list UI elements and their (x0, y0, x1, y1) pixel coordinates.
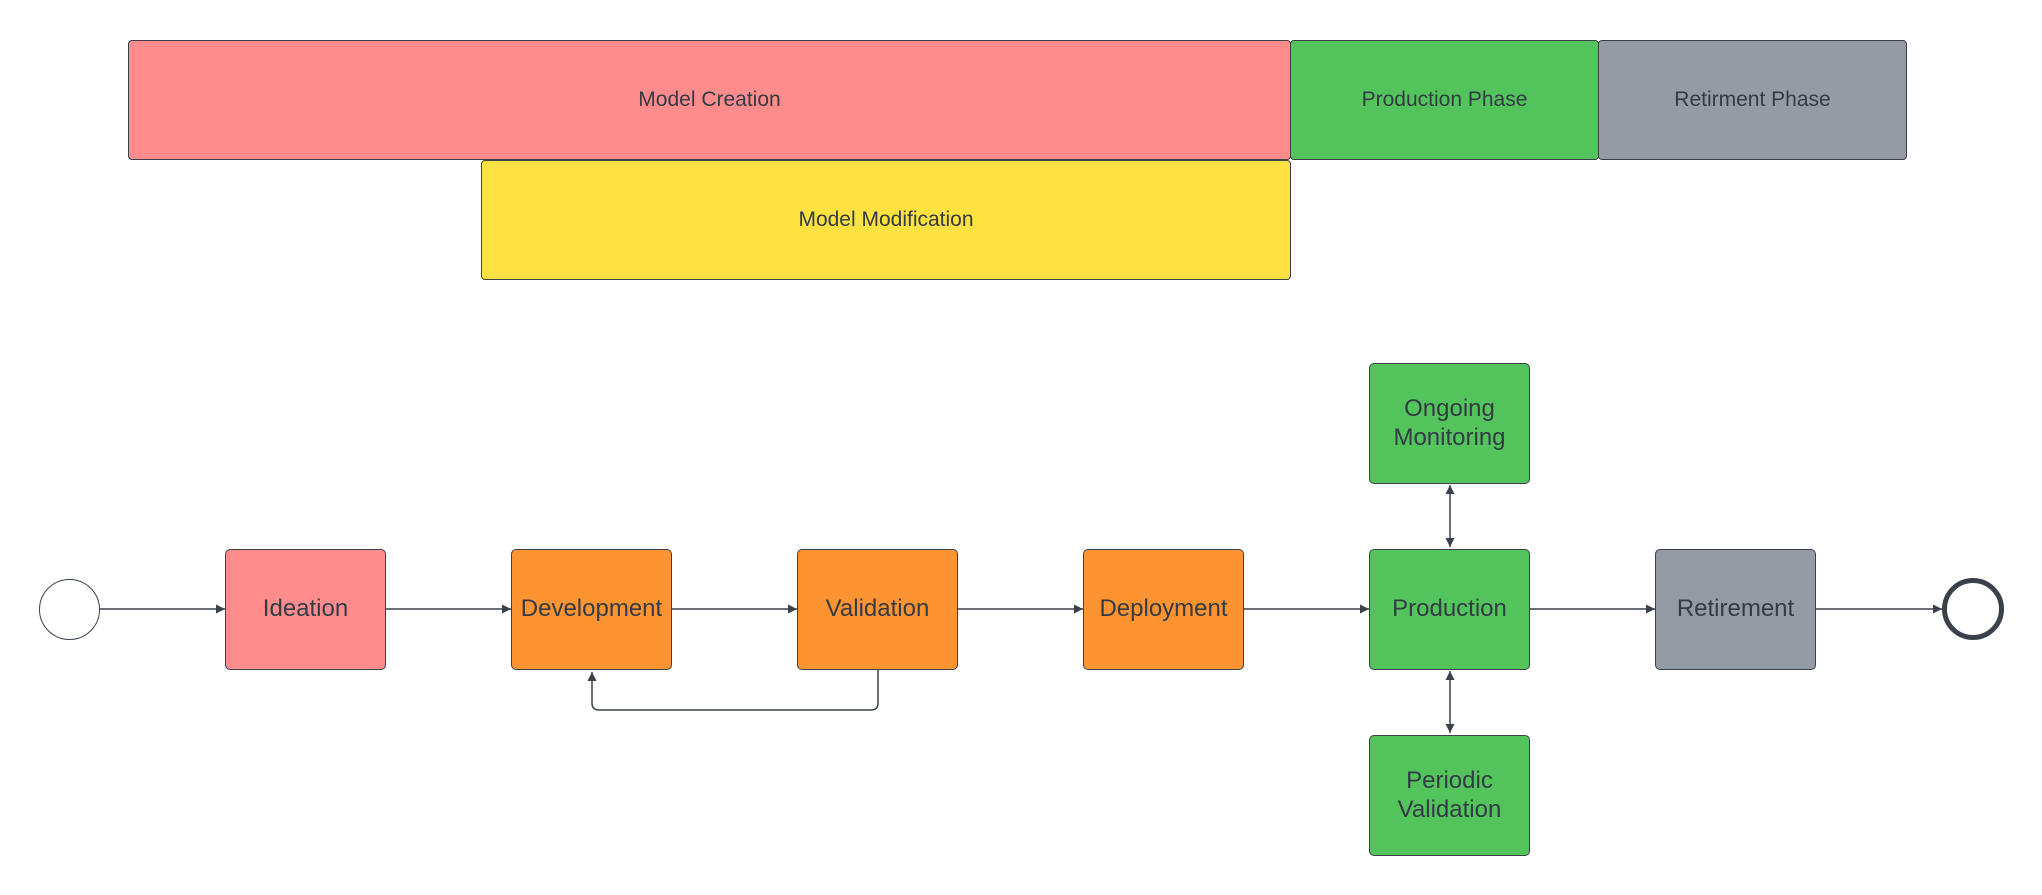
phase-retirement: Retirment Phase (1598, 40, 1907, 160)
phase-model-modification-label: Model Modification (798, 208, 974, 231)
edge-validation-development-loop (587, 670, 879, 711)
node-deployment-label: Deployment (1099, 595, 1228, 623)
phase-retirement-label: Retirment Phase (1674, 88, 1831, 111)
node-validation: Validation (797, 549, 958, 670)
node-ongoing-monitoring: Ongoing Monitoring (1369, 363, 1530, 484)
phase-model-creation: Model Creation (128, 40, 1291, 160)
phase-model-creation-label: Model Creation (638, 88, 781, 111)
node-ongoing-monitoring-label: Ongoing Monitoring (1393, 394, 1506, 451)
node-retirement: Retirement (1655, 549, 1816, 670)
start-event (39, 579, 100, 640)
node-production: Production (1369, 549, 1530, 670)
node-validation-label: Validation (825, 595, 930, 623)
phase-production: Production Phase (1290, 40, 1599, 160)
end-event (1942, 578, 2004, 640)
node-retirement-label: Retirement (1676, 595, 1795, 623)
node-periodic-validation: Periodic Validation (1369, 735, 1530, 856)
phase-model-modification: Model Modification (481, 160, 1291, 280)
node-development-label: Development (520, 595, 663, 623)
node-ideation: Ideation (225, 549, 386, 670)
node-periodic-validation-label: Periodic Validation (1397, 766, 1502, 823)
phase-production-label: Production Phase (1361, 88, 1528, 111)
node-ideation-label: Ideation (262, 595, 349, 623)
node-development: Development (511, 549, 672, 670)
node-deployment: Deployment (1083, 549, 1244, 670)
node-production-label: Production (1392, 595, 1507, 623)
